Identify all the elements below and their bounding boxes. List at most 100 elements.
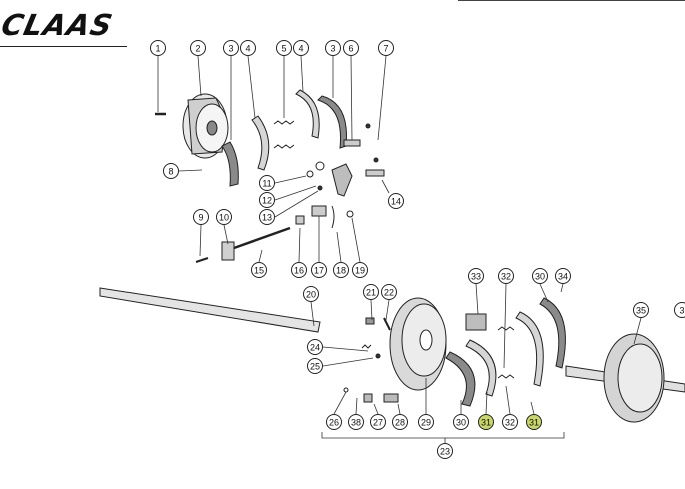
leader-line — [178, 169, 203, 172]
callout-c30b: 30 — [453, 414, 469, 430]
callout-c15: 15 — [251, 262, 267, 278]
callout-label: 7 — [383, 44, 388, 54]
callout-circle — [526, 414, 542, 430]
callout-c24: 24 — [307, 339, 323, 355]
callout-label: 32 — [505, 418, 515, 428]
part-small-parts-24-28 — [343, 344, 399, 403]
callout-label: 2 — [195, 44, 200, 54]
callout-label: 8 — [168, 167, 173, 177]
leader-line — [258, 249, 263, 263]
callout-c3c: 3 — [674, 302, 685, 318]
leader-line — [355, 397, 358, 415]
callout-label: 11 — [262, 179, 271, 189]
callout-label: 31 — [481, 418, 491, 428]
callout-c8: 8 — [163, 163, 179, 179]
callout-c31b: 31 — [526, 414, 542, 430]
callout-circle — [311, 262, 327, 278]
callout-c32b: 32 — [502, 414, 518, 430]
callout-label: 32 — [501, 272, 511, 282]
callout-label: 10 — [219, 213, 229, 223]
leader-line — [322, 346, 369, 352]
leader-line — [322, 357, 374, 367]
callout-c23: 23 — [437, 443, 453, 459]
part-drawings — [99, 89, 685, 423]
callout-circle — [388, 193, 404, 209]
callout-circle — [478, 414, 494, 430]
callout-circle — [633, 302, 649, 318]
part-brake-shoe-31b — [515, 311, 544, 387]
leader-line — [505, 385, 511, 415]
callout-label: 27 — [373, 418, 383, 428]
part-pin-7 — [365, 123, 385, 177]
callout-c31a: 31 — [478, 414, 494, 430]
callout-circle — [325, 40, 341, 56]
leader-line — [350, 55, 353, 141]
part-brake-shoe-4a — [251, 115, 270, 171]
callout-c6: 6 — [343, 40, 359, 56]
callout-label: 16 — [294, 266, 304, 276]
leader-line — [300, 55, 304, 93]
callout-circle — [223, 40, 239, 56]
callout-label: 20 — [306, 290, 316, 300]
callout-label: 4 — [298, 44, 303, 54]
leader-line — [370, 299, 373, 321]
callout-label: 38 — [351, 418, 361, 428]
callout-circle — [348, 414, 364, 430]
callout-label: 28 — [395, 418, 405, 428]
leader-line — [397, 403, 401, 415]
callout-circle — [251, 262, 267, 278]
callout-c14: 14 — [388, 193, 404, 209]
callout-circle — [259, 175, 275, 191]
callout-c32a: 32 — [498, 268, 514, 284]
leader-line — [298, 227, 301, 263]
callout-label: 34 — [558, 272, 568, 282]
callout-c11: 11 — [259, 175, 275, 191]
callout-c18: 18 — [333, 262, 349, 278]
callout-c33: 33 — [468, 268, 484, 284]
part-drum-axle-35 — [565, 333, 685, 423]
callout-c10: 10 — [216, 209, 232, 225]
callout-label: 25 — [310, 362, 320, 372]
assembly-bracket-23 — [321, 432, 565, 443]
callout-c26: 26 — [326, 414, 342, 430]
callout-c38: 38 — [348, 414, 364, 430]
leader-line — [336, 231, 342, 263]
callout-circle — [190, 40, 206, 56]
callout-circle — [333, 262, 349, 278]
callout-circle — [240, 40, 256, 56]
callout-label: 3 — [228, 44, 233, 54]
callout-c28: 28 — [392, 414, 408, 430]
callout-circle — [276, 40, 292, 56]
callout-c9: 9 — [193, 209, 209, 225]
callout-label: 30 — [456, 418, 466, 428]
part-lever-14 — [331, 163, 353, 197]
part-bolts-21-22 — [365, 317, 391, 331]
part-brake-lining-30a — [539, 297, 566, 369]
part-springs-32 — [497, 326, 515, 379]
callout-circle — [291, 262, 307, 278]
callout-circle — [532, 268, 548, 284]
callout-c29: 29 — [418, 414, 434, 430]
header-rule — [458, 0, 685, 1]
callout-c16: 16 — [291, 262, 307, 278]
callout-circle — [437, 443, 453, 459]
leader-line — [197, 55, 202, 97]
leader-line — [485, 391, 488, 415]
leader-line — [223, 224, 229, 245]
part-brake-lining-3a — [221, 141, 239, 187]
callout-c30a: 30 — [532, 268, 548, 284]
callout-circle — [259, 209, 275, 225]
callout-label: 6 — [348, 44, 353, 54]
callout-label: 24 — [310, 343, 320, 353]
callout-label: 33 — [471, 272, 481, 282]
part-backing-plate-29 — [389, 297, 447, 391]
callout-label: 5 — [281, 44, 286, 54]
callout-c19: 19 — [352, 262, 368, 278]
callout-circle — [216, 209, 232, 225]
callout-c2: 2 — [190, 40, 206, 56]
callout-label: 35 — [636, 306, 646, 316]
callout-c4b: 4 — [293, 40, 309, 56]
callout-label: 1 — [155, 44, 160, 54]
